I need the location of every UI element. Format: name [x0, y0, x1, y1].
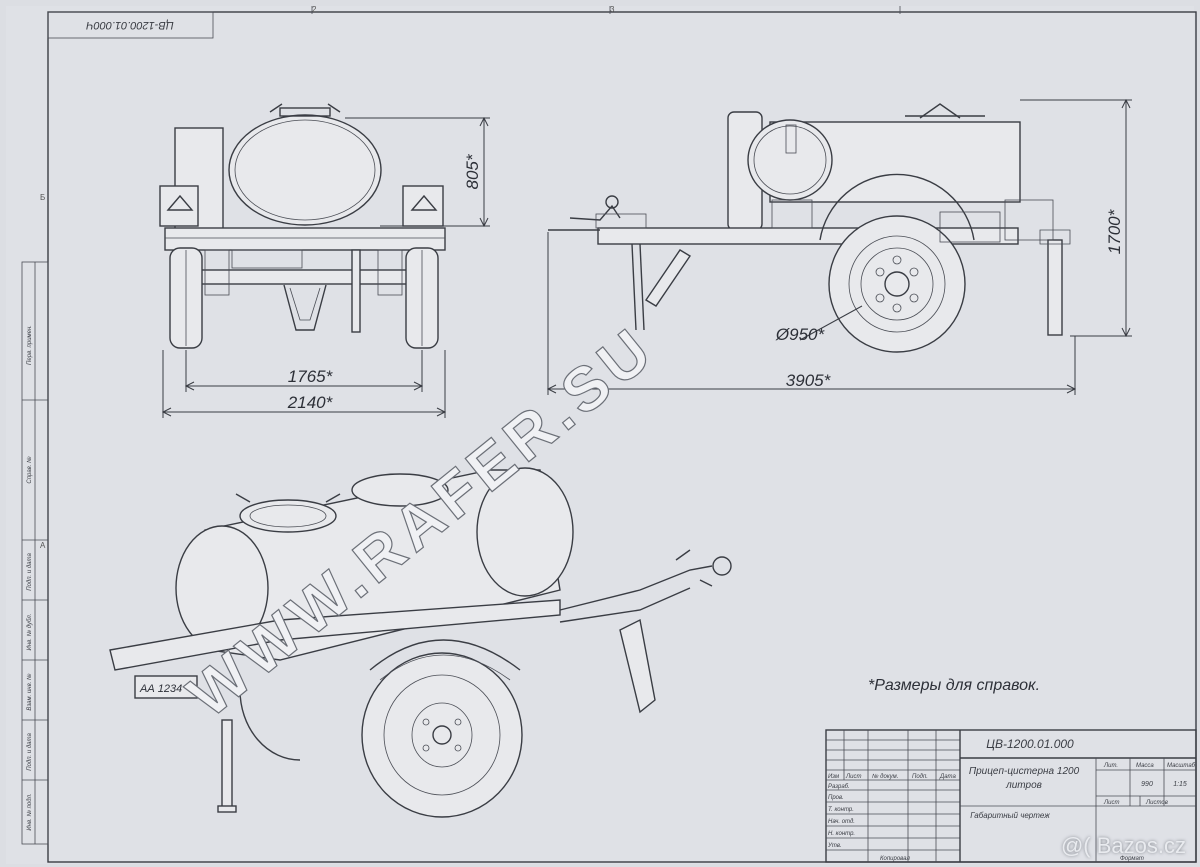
tb-col-date: Дата	[939, 774, 956, 780]
strip-label-6: Подп. и дата	[27, 733, 33, 771]
top-stamp-box	[47, 11, 214, 39]
dim-overall-height: 1700*	[1105, 208, 1124, 254]
tb-format-label: Формат	[1120, 856, 1144, 862]
side-view	[548, 103, 1071, 353]
reference-note: *Размеры для справок.	[868, 677, 1040, 694]
tb-col-izm: Изм	[828, 774, 839, 780]
tb-name-line2: литров	[1005, 780, 1042, 791]
front-dimensions: 805* 1765* 2140*	[161, 116, 490, 418]
tb-col-sign: Подп.	[912, 774, 928, 780]
dim-overall-width: 2140*	[287, 393, 334, 412]
side-mark-a: А	[40, 541, 46, 550]
side-dimensions: 1700* 3905* Ø950*	[546, 98, 1132, 395]
top-stamp: ЦВ-1200.01.000Ч	[86, 19, 174, 31]
tb-row-6: Утв.	[827, 843, 842, 849]
tb-mass-value: 990	[1141, 781, 1153, 788]
tb-col-list: Лист	[845, 774, 861, 780]
tb-lit-label: Лит.	[1103, 763, 1118, 769]
tb-mass-label: Масса	[1136, 763, 1154, 769]
tb-scale-label: Масштаб	[1167, 763, 1196, 769]
border-mark-3: 3	[610, 5, 615, 14]
tb-name-line1: Прицеп-цистерна 1200	[969, 766, 1080, 777]
tb-sheet-label: Лист	[1103, 800, 1119, 806]
border-mark-2: 2	[312, 5, 317, 14]
tb-code: ЦВ-1200.01.000	[986, 737, 1074, 751]
tb-row-1: Разраб.	[828, 784, 850, 790]
license-plate: АА 1234	[139, 683, 182, 695]
title-block: ЦВ-1200.01.000 Прицеп-цистерна 1200 литр…	[825, 729, 1197, 863]
dim-wheel-diameter: Ø950*	[775, 325, 826, 344]
strip-label-7: Инв. № подл.	[26, 793, 33, 830]
front-view	[159, 103, 446, 349]
dim-front-height: 805*	[463, 153, 482, 189]
strip-label-4: Инв. № дубл.	[26, 614, 33, 651]
tb-row-4: Нач. отд.	[828, 819, 855, 825]
left-strip: Перв. примен. Справ. № Подп. и дата Инв.…	[21, 261, 49, 845]
tb-sheets-label: Листов	[1145, 800, 1168, 806]
tb-col-docnum: № докум.	[872, 773, 898, 780]
strip-label-2: Справ. №	[26, 456, 33, 484]
strip-label-1: Перв. примен.	[27, 325, 33, 365]
dim-track-inner: 1765*	[288, 367, 334, 386]
isometric-view: АА 1234	[109, 467, 732, 818]
tb-row-2: Пров.	[828, 795, 844, 801]
side-mark-b: Б	[40, 193, 45, 202]
tb-row-5: Н. контр.	[828, 831, 855, 837]
tb-scale-value: 1:15	[1173, 781, 1187, 788]
strip-label-3: Подп. и дата	[27, 553, 33, 591]
tb-doc-type: Габаритный чертеж	[970, 811, 1050, 820]
bazos-logo: @( Bazos.cz	[1060, 833, 1186, 858]
tb-row-3: Т. контр.	[828, 807, 854, 813]
tb-copy-label: Копировал	[880, 856, 910, 862]
strip-label-5: Взам. инв. №	[26, 673, 33, 711]
dim-overall-length: 3905*	[786, 371, 832, 390]
